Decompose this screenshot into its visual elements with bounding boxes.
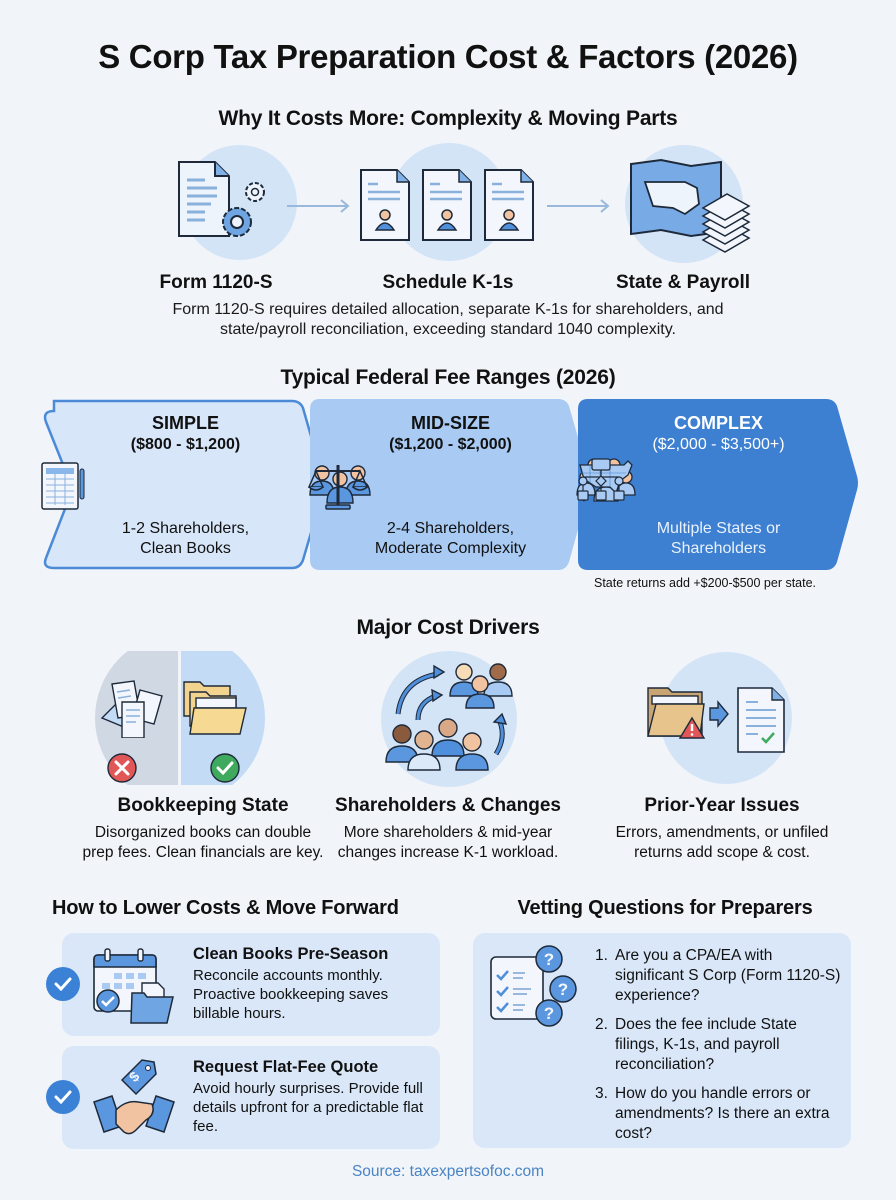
driver-label-prior-year: Prior-Year Issues: [644, 795, 800, 816]
messy-receipts-icon: [100, 680, 163, 738]
tier-name: SIMPLE: [151, 413, 219, 433]
vetting-heading: Vetting Questions for Preparers: [517, 897, 813, 919]
driver-label-shareholders: Shareholders & Changes: [335, 795, 561, 816]
x-mark-icon: [107, 753, 137, 783]
tip-text: Avoid hourly surprises. Provide full det…: [193, 1080, 424, 1135]
arrow-right-icon: [287, 199, 350, 213]
tier-mid-size: MID-SIZE ($1,200 - $2,000) 2-4 Sharehold…: [308, 399, 593, 570]
org-chart-icon: [577, 458, 625, 501]
tier-desc-line-1: 2-4 Shareholders,: [386, 520, 515, 537]
tier-desc-line-1: Multiple States or: [656, 520, 781, 537]
fees-heading: Typical Federal Fee Ranges (2026): [280, 366, 616, 389]
tier-name: MID-SIZE: [411, 413, 490, 433]
arrow-right-icon: [547, 199, 610, 213]
tier-simple: SIMPLE ($800 - $1,200) 1-2 Shareholders,…: [40, 399, 325, 570]
step-label-form-1120s: Form 1120-S: [159, 272, 273, 293]
check-mark-icon: [210, 753, 240, 783]
svg-text:?: ?: [544, 1004, 554, 1023]
organized-folders-icon: [183, 681, 247, 735]
driver-label-bookkeeping: Bookkeeping State: [117, 795, 289, 816]
svg-text:?: ?: [558, 980, 568, 999]
spreadsheet-icon: [41, 462, 85, 510]
handshake-price-tag-icon: $: [93, 1059, 175, 1135]
k1-documents-icon: [360, 168, 535, 242]
vetting-card: ??? 1.Are you a CPA/EA with significant …: [473, 933, 851, 1148]
why-description: Form 1120-S requires detailed allocation…: [0, 300, 896, 340]
tier-desc-line-2: Moderate Complexity: [374, 540, 527, 557]
checklist-questions-icon: ???: [490, 945, 577, 1027]
tier-range: ($1,200 - $2,000): [389, 436, 512, 453]
check-icon: [46, 1080, 80, 1114]
lower-heading: How to Lower Costs & Move Forward: [52, 897, 399, 919]
map-documents-icon: [630, 158, 751, 253]
vetting-questions-list: 1.Are you a CPA/EA with significant S Co…: [595, 946, 845, 1153]
drivers-heading: Major Cost Drivers: [356, 616, 540, 639]
state-returns-note: State returns add +$200-$500 per state.: [594, 576, 817, 590]
tier-range: ($2,000 - $3,500+): [652, 436, 785, 453]
scales-icon: [308, 465, 368, 510]
why-description-line-1: Form 1120-S requires detailed allocation…: [172, 301, 724, 318]
tier-range: ($800 - $1,200): [130, 436, 241, 453]
tier-desc-line-2: Clean Books: [140, 540, 231, 557]
step-label-state-payroll: State & Payroll: [615, 272, 751, 293]
page-title: S Corp Tax Preparation Cost & Factors (2…: [98, 38, 798, 75]
tip-title: Request Flat-Fee Quote: [193, 1058, 379, 1076]
svg-text:?: ?: [544, 950, 554, 969]
vetting-question: 1.Are you a CPA/EA with significant S Co…: [595, 947, 841, 1004]
check-icon: [46, 967, 80, 1001]
tip-card-flat-fee: $ Request Flat-Fee Quote Avoid hourly su…: [62, 1046, 440, 1149]
tier-desc-line-2: Shareholders: [670, 540, 767, 557]
tip-title: Clean Books Pre-Season: [193, 945, 389, 963]
prior-year-icon: [647, 687, 785, 753]
tip-text: Reconcile accounts monthly. Proactive bo…: [193, 967, 389, 1022]
step-label-schedule-k1: Schedule K-1s: [382, 272, 514, 293]
tier-complex: COMPLEX ($2,000 - $3,500+) Multiple Stat…: [576, 399, 861, 570]
shareholders-changes-icon: [385, 663, 513, 771]
source-link[interactable]: Source: taxexpertsofoc.com: [351, 1163, 545, 1180]
vetting-question: 2.Does the fee include State filings, K-…: [595, 1016, 797, 1073]
tier-name: COMPLEX: [673, 413, 763, 433]
why-heading: Why It Costs More: Complexity & Moving P…: [218, 107, 678, 130]
calendar-folder-icon: [93, 948, 174, 1024]
tier-desc-line-1: 1-2 Shareholders,: [121, 520, 250, 537]
form-gear-icon: [178, 161, 265, 237]
vetting-question: 3.How do you handle errors or amendments…: [595, 1085, 830, 1142]
why-description-line-2: state/payroll reconciliation, exceeding …: [220, 321, 676, 338]
tip-card-clean-books: Clean Books Pre-Season Reconcile account…: [62, 933, 440, 1036]
